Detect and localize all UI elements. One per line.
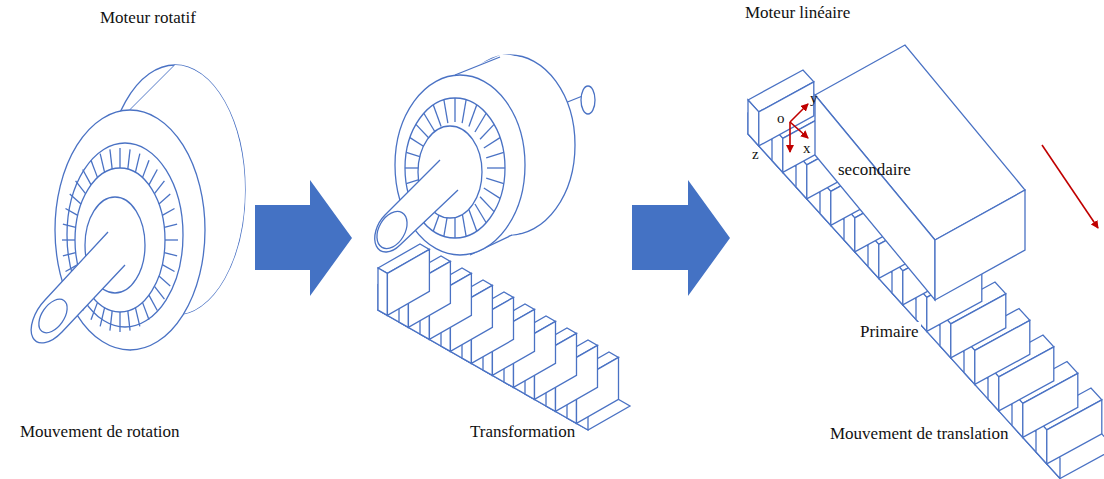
axis-label: z	[752, 146, 759, 163]
linear-motor	[748, 45, 1104, 479]
caption-label: Mouvement de rotation	[20, 422, 180, 442]
axis-label: x	[803, 140, 811, 157]
transformation-motor-rack	[371, 55, 630, 430]
axis-label: y	[810, 90, 818, 107]
part-label: Primaire	[858, 322, 921, 342]
rotary-motor	[31, 65, 245, 350]
axis-label: o	[777, 110, 785, 127]
transition-arrows	[255, 180, 730, 296]
part-label: secondaire	[838, 160, 911, 180]
axis-arrows	[790, 104, 1098, 228]
caption-label: Transformation	[470, 422, 575, 442]
caption-label: Mouvement de translation	[830, 424, 1008, 444]
part-label: Moteur linéaire	[745, 3, 850, 23]
part-label: Moteur rotatif	[100, 8, 196, 28]
